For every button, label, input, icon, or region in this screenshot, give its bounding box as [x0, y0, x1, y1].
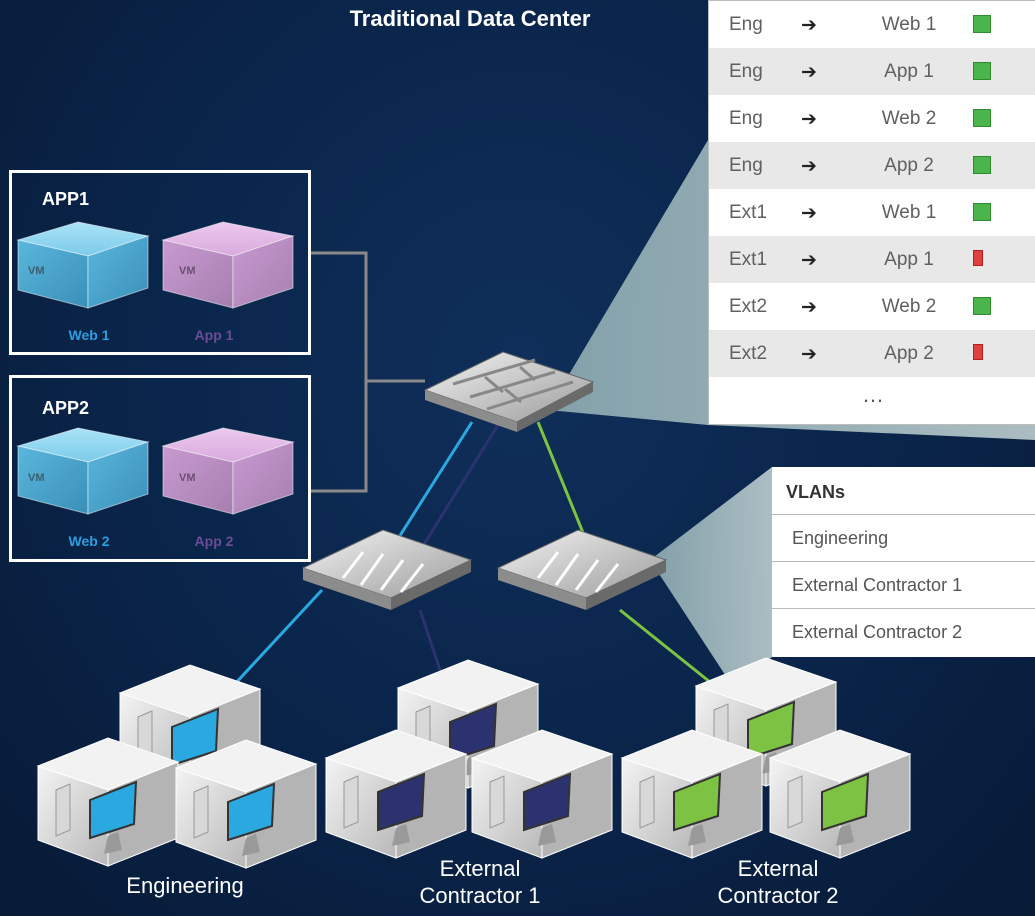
rule-source: Eng — [729, 14, 763, 35]
switch-2-icon — [496, 529, 668, 610]
firewall-rules-table: Eng ➔ Web 1 Eng ➔ App 1 Eng ➔ Web 2 Eng ➔ App 2 Ext1… — [708, 0, 1035, 425]
rule-destination: Web 2 — [881, 296, 937, 317]
app1-web-label: Web 1 — [68, 327, 110, 343]
vlan-table: VLANs Engineering External Contractor 1 … — [772, 467, 1035, 657]
arrow-right-icon: ➔ — [801, 156, 817, 177]
arrow-right-icon: ➔ — [801, 297, 817, 318]
rule-row: Eng ➔ Web 2 — [709, 95, 1035, 142]
vm-text-web2: VM — [28, 472, 45, 484]
engineering-workstation-icon — [174, 739, 318, 869]
allow-icon — [973, 203, 991, 221]
rule-row: Ext1 ➔ App 1 — [709, 236, 1035, 283]
vm-app2-icon — [161, 427, 295, 515]
vm-app1-icon — [161, 221, 295, 309]
rule-row: Ext2 ➔ App 2 — [709, 330, 1035, 377]
link-sw2-ext2 — [619, 608, 721, 692]
arrow-right-icon: ➔ — [801, 344, 817, 365]
rule-source: Eng — [729, 155, 763, 176]
contractor2-workstation-icon — [620, 729, 764, 859]
group-label-external-contractor-2: External Contractor 2 — [717, 856, 839, 908]
arrow-right-icon: ➔ — [801, 250, 817, 271]
switch-1-icon — [301, 529, 473, 610]
allow-icon — [973, 15, 991, 33]
contractor1-workstation-icon — [470, 729, 614, 859]
arrow-right-icon: ➔ — [801, 109, 817, 130]
contractor2-workstation-icon — [768, 729, 912, 859]
app2-title: APP2 — [42, 398, 90, 418]
allow-icon — [973, 297, 991, 315]
vm-web1-icon — [16, 221, 150, 309]
rule-row: Ext2 ➔ Web 2 — [709, 283, 1035, 330]
allow-icon — [973, 62, 991, 80]
allow-icon — [973, 156, 991, 174]
vm-text-app2: VM — [179, 472, 196, 484]
rule-source: Ext2 — [729, 343, 768, 364]
app2-web-label: Web 2 — [68, 533, 110, 549]
vm-text-web1: VM — [28, 265, 45, 277]
rule-destination: Web 1 — [881, 202, 937, 223]
group-label-external-contractor-1: External Contractor 1 — [419, 856, 541, 908]
rule-row: Eng ➔ App 2 — [709, 142, 1035, 189]
vm-text-app1: VM — [179, 265, 196, 277]
app2-app-label: App 2 — [194, 533, 234, 549]
arrow-right-icon: ➔ — [801, 203, 817, 224]
app1-title: APP1 — [42, 189, 90, 209]
engineering-workstation-icon — [36, 737, 180, 867]
rules-beam — [548, 140, 1035, 440]
page-title: Traditional Data Center — [349, 6, 591, 31]
rule-source: Ext2 — [729, 296, 768, 317]
vlan-beam — [650, 467, 772, 690]
rule-source: Eng — [729, 108, 763, 129]
deny-icon — [973, 344, 983, 360]
app2-box: APP2 Web 2 App 2 — [9, 375, 311, 562]
app2-connector — [311, 381, 368, 493]
firewall-icon — [423, 351, 595, 432]
rule-source: Ext1 — [729, 249, 768, 270]
rule-destination: App 2 — [884, 155, 934, 176]
rule-source: Ext1 — [729, 202, 768, 223]
vm-web2-icon — [16, 427, 150, 515]
arrow-right-icon: ➔ — [801, 62, 817, 83]
link-fw-sw2-ext2 — [536, 421, 590, 546]
rules-more: … — [862, 382, 884, 407]
rule-row: Ext1 ➔ Web 1 — [709, 189, 1035, 236]
deny-icon — [973, 250, 983, 266]
arrow-right-icon: ➔ — [801, 15, 817, 36]
vlan-header: VLANs — [772, 467, 1035, 515]
vlan-item: Engineering — [772, 515, 1035, 562]
vlan-item: External Contractor 1 — [772, 562, 1035, 609]
rule-source: Eng — [729, 61, 763, 82]
rule-destination: App 1 — [884, 61, 934, 82]
app1-connector — [311, 251, 425, 383]
rule-destination: Web 1 — [881, 14, 937, 35]
rule-destination: App 1 — [884, 249, 934, 270]
app1-box: APP1 Web 1 App 1 — [9, 170, 311, 355]
vlan-item: External Contractor 2 — [792, 622, 963, 642]
rule-row: Eng ➔ App 1 — [709, 48, 1035, 95]
group-label-engineering: Engineering — [126, 873, 244, 898]
rule-row: Eng ➔ Web 1 — [709, 1, 1035, 48]
contractor1-workstation-icon — [324, 729, 468, 859]
rule-destination: Web 2 — [881, 108, 937, 129]
allow-icon — [973, 109, 991, 127]
contractor1-workstation-icon — [396, 659, 540, 789]
rule-destination: App 2 — [884, 343, 934, 364]
app1-app-label: App 1 — [194, 327, 234, 343]
